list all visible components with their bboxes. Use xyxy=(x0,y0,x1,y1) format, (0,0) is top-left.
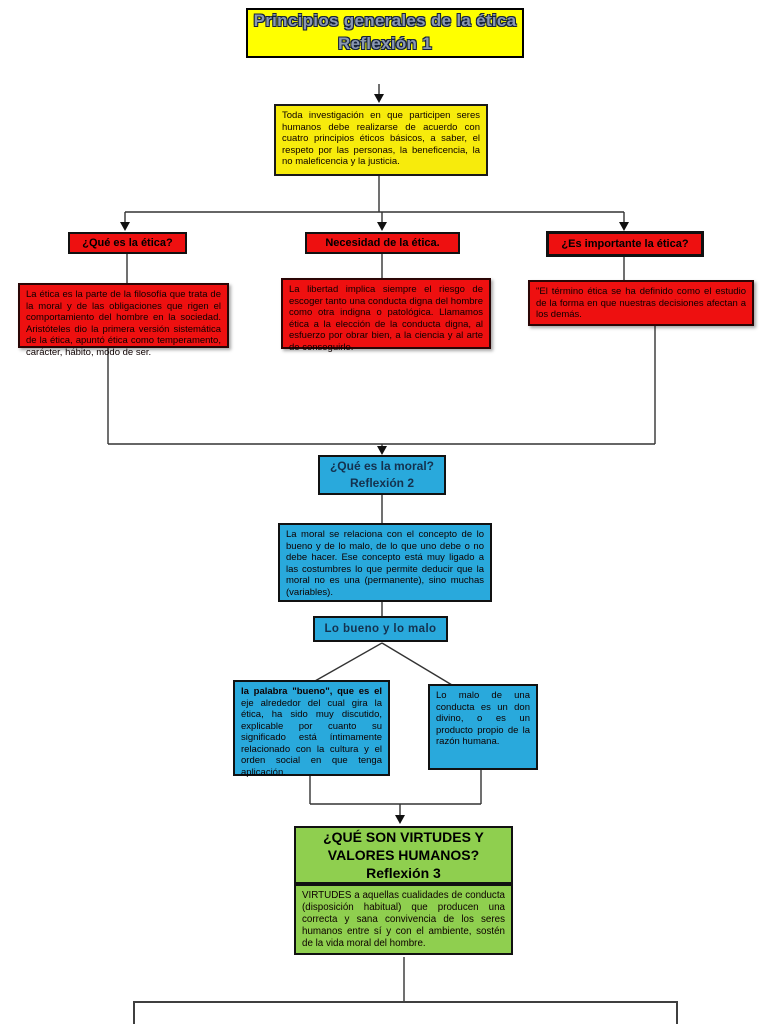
virtues-header-box: ¿QUÉ SON VIRTUDES Y VALORES HUMANOS? Ref… xyxy=(294,826,513,884)
moral-header-box: ¿Qué es la moral? Reflexión 2 xyxy=(318,455,446,495)
ethics-importance-label: ¿Es importante la ética? xyxy=(561,238,689,250)
title-line1: Principios generales de la ética xyxy=(253,11,517,31)
good-concept-lead: la palabra "bueno", que es el xyxy=(241,686,382,697)
ethics-question-label: ¿Qué es la ética? xyxy=(82,237,173,249)
ethics-question-body: La ética es la parte de la filosofía que… xyxy=(18,283,229,358)
title-box: Principios generales de la ética Reflexi… xyxy=(246,8,524,58)
moral-header-line2: Reflexión 2 xyxy=(349,476,415,490)
ethics-question-text: La ética es la parte de la filosofía que… xyxy=(26,289,221,358)
ethics-importance-header: ¿Es importante la ética? xyxy=(546,231,704,257)
virtues-header-title: ¿QUÉ SON VIRTUDES Y VALORES HUMANOS? xyxy=(323,828,484,863)
virtues-body-text: VIRTUDES a aquellas cualidades de conduc… xyxy=(302,890,505,949)
virtues-header-subtitle: Reflexión 3 xyxy=(366,865,441,882)
ethics-need-text: La libertad implica siempre el riesgo de… xyxy=(289,284,483,353)
ethics-importance-text: "El término ética se ha definido como el… xyxy=(536,286,746,321)
bad-concept-text: Lo malo de una conducta es un don divino… xyxy=(436,690,530,748)
moral-body-box: La moral se relaciona con el concepto de… xyxy=(278,523,492,602)
ethics-need-header: Necesidad de la ética. xyxy=(305,232,460,254)
moral-header-line1: ¿Qué es la moral? xyxy=(329,458,435,473)
good-and-bad-header: Lo bueno y lo malo xyxy=(313,616,448,642)
ethics-need-label: Necesidad de la ética. xyxy=(325,237,440,249)
good-concept-box: la palabra "bueno", que es el eje alrede… xyxy=(233,680,390,778)
moral-body-text: La moral se relaciona con el concepto de… xyxy=(286,529,484,598)
good-concept-rest: eje alrededor del cual gira la ética, ha… xyxy=(241,697,382,779)
good-and-bad-label: Lo bueno y lo malo xyxy=(324,623,437,635)
virtues-body-box: VIRTUDES a aquellas cualidades de conduc… xyxy=(294,884,513,955)
intro-box: Toda investigación en que participen ser… xyxy=(274,104,488,176)
ethics-need-body: La libertad implica siempre el riesgo de… xyxy=(281,278,491,353)
good-concept-text: la palabra "bueno", que es el eje alrede… xyxy=(235,682,388,783)
ethics-question-header: ¿Qué es la ética? xyxy=(68,232,187,254)
intro-text: Toda investigación en que participen ser… xyxy=(282,110,480,168)
next-section-box xyxy=(133,1001,678,1024)
ethics-importance-body: "El término ética se ha definido como el… xyxy=(528,280,754,326)
bad-concept-box: Lo malo de una conducta es un don divino… xyxy=(428,684,538,770)
title-line2: Reflexión 1 xyxy=(338,34,432,53)
